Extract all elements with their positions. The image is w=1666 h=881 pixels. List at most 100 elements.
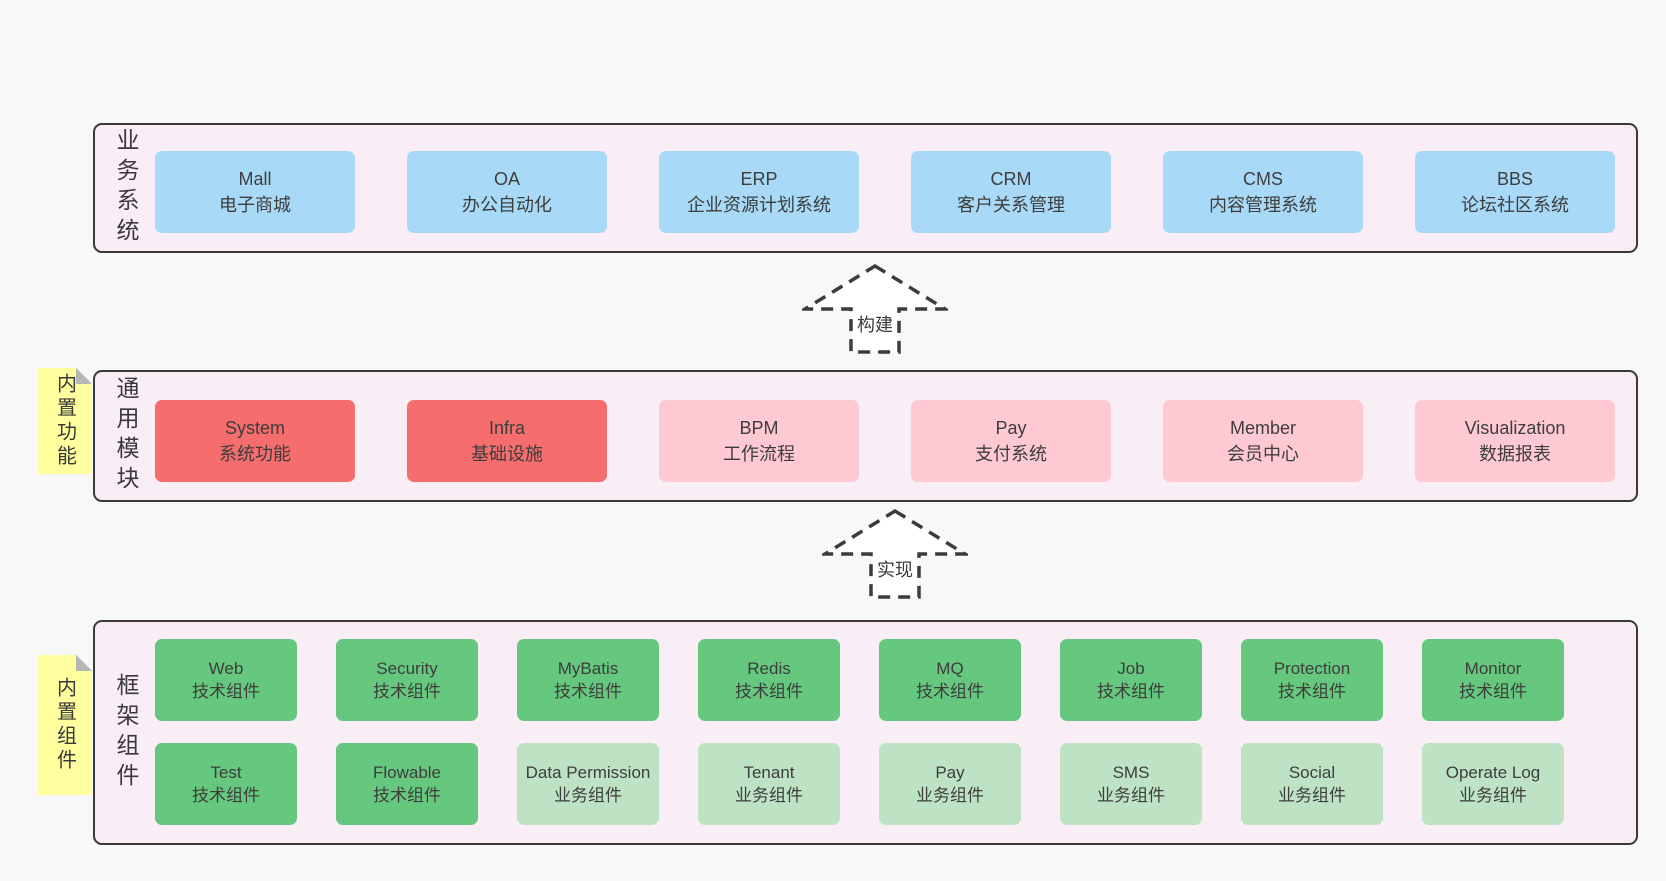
band-label-business-systems: 业务系统 bbox=[113, 128, 139, 248]
box-infra: Infra 基础设施 bbox=[407, 400, 607, 482]
box-subtitle: 技术组件 bbox=[554, 682, 622, 701]
box-subtitle: 业务组件 bbox=[1097, 786, 1165, 805]
box-title: Redis bbox=[747, 659, 791, 678]
box-title: Pay bbox=[995, 418, 1027, 438]
box-erp: ERP 企业资源计划系统 bbox=[659, 151, 859, 233]
arrow-build-label: 构建 bbox=[854, 311, 896, 337]
box-test: Test 技术组件 bbox=[155, 743, 297, 825]
box-title: OA bbox=[493, 169, 520, 189]
box-subtitle: 客户关系管理 bbox=[957, 195, 1065, 215]
box-mybatis: MyBatis 技术组件 bbox=[517, 639, 659, 721]
box-subtitle: 数据报表 bbox=[1479, 444, 1551, 464]
box-title: Flowable bbox=[372, 763, 442, 782]
sticky-note-builtin-features: 内置功能 bbox=[38, 368, 92, 474]
box-title: Monitor bbox=[1464, 659, 1522, 678]
box-title: Pay bbox=[935, 763, 965, 782]
box-subtitle: 业务组件 bbox=[554, 786, 622, 805]
box-subtitle: 基础设施 bbox=[471, 444, 543, 464]
box-subtitle: 支付系统 bbox=[975, 444, 1047, 464]
box-subtitle: 业务组件 bbox=[916, 786, 984, 805]
arrow-implement-label: 实现 bbox=[874, 556, 916, 582]
box-subtitle: 技术组件 bbox=[1459, 682, 1527, 701]
box-title: Security bbox=[376, 659, 438, 678]
framework-components-row-2: Test 技术组件 Flowable 技术组件 Data Permission … bbox=[155, 743, 1564, 825]
box-subtitle: 技术组件 bbox=[192, 786, 260, 805]
box-subtitle: 技术组件 bbox=[916, 682, 984, 701]
box-title: Test bbox=[210, 763, 242, 782]
sticky-text: 内置组件 bbox=[53, 677, 76, 773]
box-title: SMS bbox=[1112, 763, 1150, 782]
band-label-common-modules: 通用模块 bbox=[113, 376, 139, 496]
box-subtitle: 业务组件 bbox=[735, 786, 803, 805]
box-subtitle: 技术组件 bbox=[373, 682, 441, 701]
block-arrow-up-icon bbox=[822, 508, 968, 599]
sticky-fold-icon bbox=[76, 368, 92, 384]
box-oa: OA 办公自动化 bbox=[407, 151, 607, 233]
box-subtitle: 技术组件 bbox=[373, 786, 441, 805]
box-title: MQ bbox=[936, 659, 964, 678]
box-title: Job bbox=[1117, 659, 1145, 678]
box-title: Data Permission bbox=[525, 763, 651, 782]
arrow-build: 构建 bbox=[802, 263, 948, 355]
box-data-permission: Data Permission 业务组件 bbox=[517, 743, 659, 825]
band-common-modules: 通用模块 System 系统功能 Infra 基础设施 BPM 工作流程 Pay… bbox=[93, 370, 1638, 502]
box-subtitle: 企业资源计划系统 bbox=[687, 195, 831, 215]
box-title: BPM bbox=[739, 418, 779, 438]
box-subtitle: 技术组件 bbox=[1278, 682, 1346, 701]
box-web: Web 技术组件 bbox=[155, 639, 297, 721]
box-subtitle: 业务组件 bbox=[1278, 786, 1346, 805]
box-subtitle: 论坛社区系统 bbox=[1461, 195, 1569, 215]
box-title: System bbox=[224, 418, 285, 438]
box-title: CMS bbox=[1243, 169, 1283, 189]
sticky-note-builtin-components: 内置组件 bbox=[38, 655, 92, 795]
box-subtitle: 技术组件 bbox=[735, 682, 803, 701]
box-title: CRM bbox=[990, 169, 1032, 189]
box-crm: CRM 客户关系管理 bbox=[911, 151, 1111, 233]
box-title: Infra bbox=[488, 418, 526, 438]
box-subtitle: 工作流程 bbox=[723, 444, 795, 464]
box-protection: Protection 技术组件 bbox=[1241, 639, 1383, 721]
box-operate-log: Operate Log 业务组件 bbox=[1422, 743, 1564, 825]
box-redis: Redis 技术组件 bbox=[698, 639, 840, 721]
box-security: Security 技术组件 bbox=[336, 639, 478, 721]
box-title: Member bbox=[1229, 418, 1296, 438]
box-subtitle: 技术组件 bbox=[192, 682, 260, 701]
box-title: ERP bbox=[740, 169, 778, 189]
box-subtitle: 办公自动化 bbox=[462, 195, 552, 215]
box-bpm: BPM 工作流程 bbox=[659, 400, 859, 482]
block-arrow-up-icon bbox=[802, 263, 948, 354]
band-label-framework-components: 框架组件 bbox=[113, 672, 139, 793]
box-sms: SMS 业务组件 bbox=[1060, 743, 1202, 825]
box-flowable: Flowable 技术组件 bbox=[336, 743, 478, 825]
box-subtitle: 电子商城 bbox=[219, 195, 291, 215]
box-mall: Mall 电子商城 bbox=[155, 151, 355, 233]
box-visualization: Visualization 数据报表 bbox=[1415, 400, 1615, 482]
box-mq: MQ 技术组件 bbox=[879, 639, 1021, 721]
box-cms: CMS 内容管理系统 bbox=[1163, 151, 1363, 233]
box-system: System 系统功能 bbox=[155, 400, 355, 482]
sticky-fold-icon bbox=[76, 655, 92, 671]
box-subtitle: 业务组件 bbox=[1459, 786, 1527, 805]
arrow-implement: 实现 bbox=[822, 508, 968, 600]
box-subtitle: 内容管理系统 bbox=[1209, 195, 1317, 215]
box-pay-component: Pay 业务组件 bbox=[879, 743, 1021, 825]
box-title: Mall bbox=[238, 169, 272, 189]
box-title: Social bbox=[1288, 763, 1336, 782]
box-monitor: Monitor 技术组件 bbox=[1422, 639, 1564, 721]
box-title: Web bbox=[208, 659, 244, 678]
sticky-text: 内置功能 bbox=[53, 373, 76, 469]
box-title: Visualization bbox=[1464, 418, 1566, 438]
business-systems-row: Mall 电子商城 OA 办公自动化 ERP 企业资源计划系统 CRM 客户关系… bbox=[155, 151, 1615, 233]
box-title: Operate Log bbox=[1445, 763, 1541, 782]
box-title: BBS bbox=[1496, 169, 1534, 189]
box-bbs: BBS 论坛社区系统 bbox=[1415, 151, 1615, 233]
box-title: MyBatis bbox=[557, 659, 619, 678]
framework-components-row-1: Web 技术组件 Security 技术组件 MyBatis 技术组件 Redi… bbox=[155, 639, 1564, 721]
box-job: Job 技术组件 bbox=[1060, 639, 1202, 721]
box-title: Tenant bbox=[743, 763, 795, 782]
box-pay-module: Pay 支付系统 bbox=[911, 400, 1111, 482]
box-subtitle: 技术组件 bbox=[1097, 682, 1165, 701]
box-tenant: Tenant 业务组件 bbox=[698, 743, 840, 825]
box-subtitle: 系统功能 bbox=[219, 444, 291, 464]
